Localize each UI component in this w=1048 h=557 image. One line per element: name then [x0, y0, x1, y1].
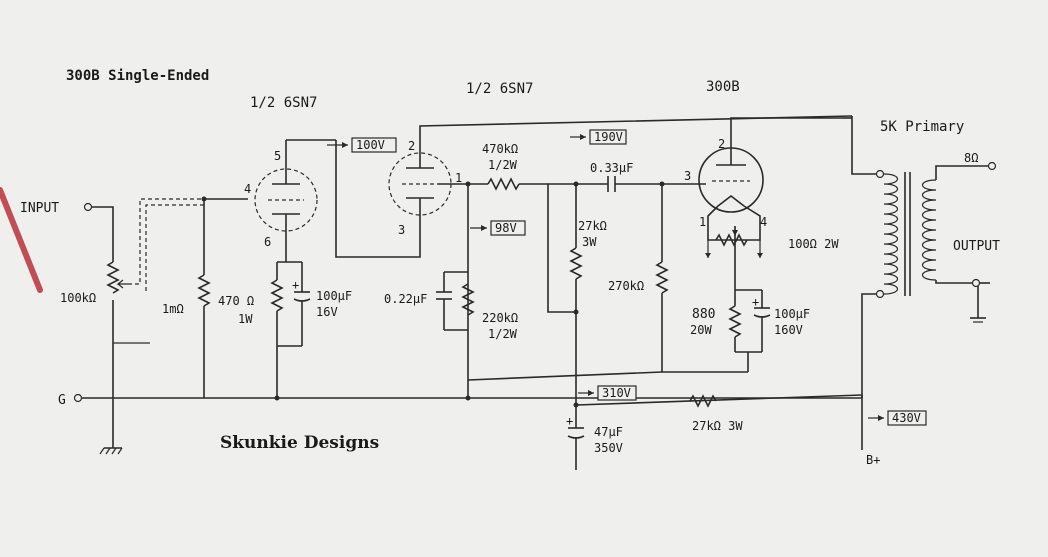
bplus-label: B+	[866, 453, 880, 467]
plate-resistor-27k	[569, 247, 583, 280]
v2-rk-power: 1/2W	[488, 327, 518, 341]
pot-wiper-arrow-icon	[116, 279, 128, 289]
v1-pin-cathode: 6	[264, 235, 271, 249]
chassis-ground-icon	[99, 447, 123, 455]
v1-ck-value: 100μF	[316, 289, 352, 303]
v2-pin-grid: 1	[455, 171, 462, 185]
v2-rl-value: 470kΩ	[482, 142, 518, 156]
v2-cathode-voltage: 98V	[495, 221, 517, 235]
voltage-tag-v2-cathode	[490, 220, 526, 236]
v1-plate-voltage: 100V	[356, 138, 385, 152]
v3-pin-fil-b: 4	[760, 215, 767, 229]
grid3-resistor-label: 270kΩ	[608, 279, 644, 293]
tube-label-v3: 300B	[706, 79, 740, 95]
v1-rk-value: 470 Ω	[218, 294, 254, 308]
interstage-wire	[335, 140, 421, 258]
bplus-voltage: 430V	[892, 411, 921, 425]
transformer-primary-label: 5K Primary	[880, 119, 964, 135]
v2-plate-voltage: 190V	[594, 130, 623, 144]
v1-pin-grid: 4	[244, 182, 251, 196]
coupling-cap-label: 0.33μF	[590, 161, 633, 175]
v2-rp-power: 3W	[582, 235, 597, 249]
drop-resistor-label: 27kΩ 3W	[692, 419, 743, 433]
v2-rk-value: 220kΩ	[482, 311, 518, 325]
ground-label: G	[58, 393, 66, 408]
v2-pin-cathode: 3	[398, 223, 405, 237]
tube-label-v1: 1/2 6SN7	[250, 95, 317, 111]
v3-pin-fil-a: 1	[699, 215, 706, 229]
voltage-tag-bplus	[887, 410, 927, 426]
cathode-resistor-v3	[728, 305, 742, 338]
output-ground-icon	[970, 317, 986, 323]
cathode-resistor-v2	[461, 283, 475, 316]
hum-pot-label: 100Ω 2W	[788, 237, 839, 251]
pen-mark	[0, 187, 43, 293]
brand-label: Skunkie Designs	[220, 433, 379, 453]
grid-resistor-label: 1mΩ	[162, 302, 184, 316]
v3-pin-plate: 2	[718, 137, 725, 151]
grid-resistor-1m	[197, 274, 211, 307]
input-terminal[interactable]	[83, 202, 93, 212]
svg-text:+: +	[292, 278, 299, 292]
input-wire	[92, 206, 114, 262]
svg-text:+: +	[566, 414, 573, 428]
volume-pot[interactable]	[106, 261, 120, 294]
hum-balance-pot	[715, 233, 748, 247]
v3-pin-grid: 3	[684, 169, 691, 183]
v2-rl-power: 1/2W	[488, 158, 518, 172]
voltage-tag-v2-plate	[589, 129, 627, 145]
cathode-resistor-v1	[270, 279, 284, 312]
output-terminal-common[interactable]	[971, 278, 981, 288]
v3-rk-value: 880	[692, 307, 715, 322]
input-label: INPUT	[20, 201, 59, 216]
v3-ck-voltage: 160V	[774, 323, 803, 337]
v1-rk-power: 1W	[238, 312, 253, 326]
filter-cap-voltage: 350V	[594, 441, 623, 455]
grid-resistor-270k	[655, 261, 669, 294]
v2-rp-value: 27kΩ	[578, 219, 607, 233]
filter-cap-value: 47μF	[594, 425, 623, 439]
v3-ck-value: 100μF	[774, 307, 810, 321]
tube-label-v2: 1/2 6SN7	[466, 81, 533, 97]
voltage-tag-supply-mid	[597, 385, 637, 401]
secondary-ohms-label: 8Ω	[964, 151, 978, 165]
schematic-title: 300B Single-Ended	[66, 68, 209, 84]
v1-pin-plate: 5	[274, 149, 281, 163]
supply-mid-voltage: 310V	[602, 386, 631, 400]
pot-label: 100kΩ	[60, 291, 96, 305]
v2-pin-plate: 2	[408, 139, 415, 153]
output-terminal-8ohm[interactable]	[987, 161, 997, 171]
v3-rk-power: 20W	[690, 323, 712, 337]
load-resistor-470k	[487, 177, 520, 191]
v2-ck-value: 0.22μF	[384, 292, 427, 306]
shielded-lead	[128, 198, 204, 285]
svg-text:+: +	[752, 295, 759, 309]
ground-terminal[interactable]	[73, 393, 83, 403]
voltage-tag-v1-plate	[351, 137, 397, 153]
output-transformer	[883, 172, 937, 296]
v2-plate-wire	[419, 115, 853, 168]
dropping-resistor-27k	[689, 394, 717, 408]
v1-ck-voltage: 16V	[316, 305, 338, 319]
output-label: OUTPUT	[953, 239, 1000, 254]
bplus-rail	[575, 394, 863, 406]
